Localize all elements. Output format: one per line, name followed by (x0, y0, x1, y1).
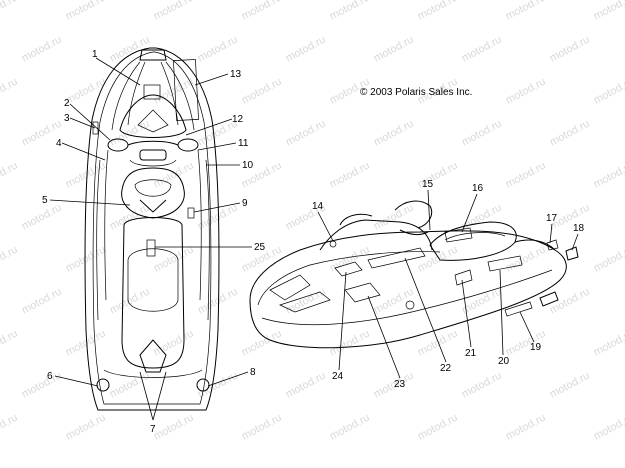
watermark-text: motod.ru (152, 412, 196, 443)
watermark-text: motod.ru (0, 328, 20, 359)
watermark-text: motod.ru (504, 244, 548, 275)
watermark-text: motod.ru (284, 286, 328, 317)
watermark-text: motod.ru (592, 412, 625, 443)
watermark-text: motod.ru (64, 412, 108, 443)
watermark-text: motod.ru (284, 34, 328, 65)
watermark-text: motod.ru (372, 202, 416, 233)
watermark-text: motod.ru (108, 286, 152, 317)
watermark-text: motod.ru (152, 0, 196, 23)
watermark-text: motod.ru (416, 244, 460, 275)
watermark-text: motod.ru (240, 328, 284, 359)
watermark-text: motod.ru (64, 160, 108, 191)
callout-22: 22 (440, 363, 452, 374)
callout-13: 13 (230, 69, 242, 80)
watermark-text: motod.ru (152, 160, 196, 191)
watermark-text: motod.ru (416, 328, 460, 359)
watermark-text: motod.ru (284, 370, 328, 401)
watermark-text: motod.ru (504, 160, 548, 191)
callout-20: 20 (498, 356, 510, 367)
watermark-text: motod.ru (328, 412, 372, 443)
callout-5: 5 (42, 195, 48, 206)
watermark-text: motod.ru (240, 412, 284, 443)
watermark-text: motod.ru (0, 0, 20, 23)
watermark-text: motod.ru (460, 34, 504, 65)
watermark-text: motod.ru (0, 412, 20, 443)
callout-4: 4 (56, 138, 62, 149)
callout-23: 23 (394, 379, 406, 390)
watermark-text: motod.ru (372, 34, 416, 65)
watermark-text: motod.ru (196, 34, 240, 65)
watermark-text: motod.ru (328, 0, 372, 23)
watermark-text: motod.ru (20, 34, 64, 65)
callout-18: 18 (573, 223, 585, 234)
callout-24: 24 (332, 371, 344, 382)
callout-17: 17 (546, 213, 558, 224)
callout-16: 16 (472, 183, 484, 194)
callout-21: 21 (465, 348, 477, 359)
watermark-text: motod.ru (196, 202, 240, 233)
watermark-text: motod.ru (0, 76, 20, 107)
watermark-text: motod.ru (0, 160, 20, 191)
callout-9: 9 (242, 198, 248, 209)
watermark-text: motod.ru (504, 76, 548, 107)
leader-lines (49, 57, 579, 421)
watermark-text: motod.ru (504, 0, 548, 23)
callout-19: 19 (530, 342, 542, 353)
watermark-text: motod.ru (592, 0, 625, 23)
watermark-text: motod.ru (328, 160, 372, 191)
watermark-text: motod.ru (592, 328, 625, 359)
watermark-text: motod.ru (240, 0, 284, 23)
watermark-text: motod.ru (240, 76, 284, 107)
watermark-text: motod.ru (284, 118, 328, 149)
watermark-text: motod.ru (328, 244, 372, 275)
copyright-notice: © 2003 Polaris Sales Inc. (360, 87, 472, 98)
watermark-text: motod.ru (64, 244, 108, 275)
watermark-text: motod.ru (372, 118, 416, 149)
watermark-text: motod.ru (416, 412, 460, 443)
callout-8: 8 (250, 367, 256, 378)
watermark-text: motod.ru (460, 370, 504, 401)
watermark-text: motod.ru (416, 0, 460, 23)
callout-6: 6 (47, 371, 53, 382)
callout-25: 25 (254, 242, 266, 253)
watermark-text: motod.ru (504, 328, 548, 359)
callout-3: 3 (64, 113, 70, 124)
watermark-text: motod.ru (592, 76, 625, 107)
callout-2: 2 (64, 98, 70, 109)
watermark-text: motod.ru (548, 370, 592, 401)
callout-15: 15 (422, 179, 434, 190)
callout-10: 10 (242, 160, 254, 171)
watermark-text: motod.ru (548, 118, 592, 149)
watermark-text: motod.ru (460, 202, 504, 233)
watermark-text: motod.ru (152, 244, 196, 275)
callout-14: 14 (312, 201, 324, 212)
watermark-text: motod.ru (504, 412, 548, 443)
callout-12: 12 (232, 114, 244, 125)
callout-labels: 1 2 3 4 5 6 7 8 9 10 11 12 13 14 15 16 1… (42, 49, 585, 435)
watermark-text: motod.ru (152, 328, 196, 359)
watermark-text: motod.ru (20, 202, 64, 233)
watermark-text: motod.ru (0, 244, 20, 275)
watermark-text: motod.ru (592, 160, 625, 191)
watermark-text: motod.ru (20, 286, 64, 317)
callout-7: 7 (150, 424, 156, 435)
callout-11: 11 (238, 138, 249, 149)
watermark-text: motod.ru (592, 244, 625, 275)
watermark-text: motod.ru (20, 370, 64, 401)
watermark-text: motod.ru (548, 34, 592, 65)
watermark-text: motod.ru (196, 286, 240, 317)
watermark-text: motod.ru (460, 118, 504, 149)
watermark-text: motod.ru (328, 328, 372, 359)
watermark-text: motod.ru (64, 0, 108, 23)
callout-1: 1 (92, 49, 98, 60)
